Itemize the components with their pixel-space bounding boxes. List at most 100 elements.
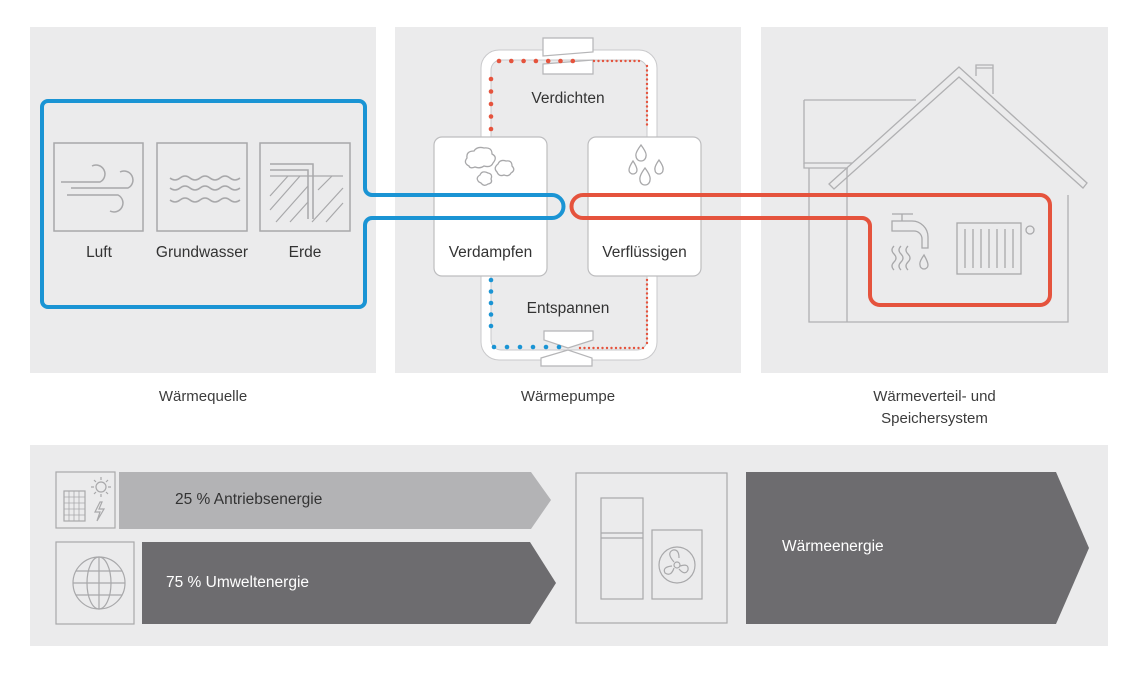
flow-dot <box>488 76 494 82</box>
hot-water-tap-icon <box>891 213 929 271</box>
flow-dot <box>587 346 591 350</box>
flow-dot <box>645 109 649 113</box>
house-icon <box>803 64 1088 323</box>
flow-dot <box>637 59 641 63</box>
heat-source-caption: Wärmequelle <box>158 388 248 405</box>
flow-dot <box>592 59 596 63</box>
flow-dot <box>496 58 502 64</box>
flow-dot <box>645 314 649 318</box>
heat-source-panel <box>30 27 376 373</box>
flow-dot <box>645 78 649 81</box>
flow-dot <box>645 105 649 108</box>
flow-dot <box>645 87 649 90</box>
flow-dot <box>645 305 649 309</box>
distribution-caption-line1: Wärmeverteil- und <box>873 388 996 405</box>
environment-energy-arrow <box>142 542 556 624</box>
flow-dot <box>645 100 649 104</box>
flow-dot <box>597 59 600 63</box>
flow-dot <box>645 114 649 117</box>
flow-dot <box>645 91 649 95</box>
flow-dot <box>592 346 595 350</box>
flow-dot <box>645 310 649 313</box>
flow-dot <box>601 59 605 63</box>
flow-dot <box>488 289 494 294</box>
stage-condense-label: Verflüssigen <box>602 244 687 261</box>
flow-dot <box>645 292 649 295</box>
flow-dot <box>615 59 618 63</box>
flow-dot <box>645 296 649 300</box>
flow-dot <box>614 346 618 350</box>
vapor-clouds-icon <box>464 146 515 186</box>
flow-dot <box>645 82 649 86</box>
source-label-groundwater: Grundwasser <box>155 244 249 261</box>
flow-dot <box>645 283 649 286</box>
flow-dot <box>645 301 649 304</box>
flow-dot <box>530 344 536 350</box>
flow-dot <box>488 101 494 107</box>
heat-energy-arrow <box>746 472 1089 624</box>
flow-dot <box>619 346 622 350</box>
heat-pump-caption: Wärmepumpe <box>520 388 616 405</box>
flow-dot <box>605 346 609 350</box>
flow-dot <box>578 346 582 350</box>
flow-dot <box>645 319 649 322</box>
flow-dot <box>641 346 645 350</box>
flow-dot <box>645 287 649 291</box>
flow-dot <box>488 114 494 119</box>
flow-dot <box>645 337 649 340</box>
flow-dot <box>645 73 649 77</box>
flow-dot <box>509 58 514 64</box>
cold-loop <box>40 99 566 309</box>
flow-dot <box>488 323 494 329</box>
flow-dot <box>645 328 649 331</box>
flow-dot <box>556 344 562 350</box>
flow-dot <box>645 323 649 327</box>
flow-dot <box>628 59 632 63</box>
flow-dot <box>488 312 494 317</box>
compressor-icon <box>542 37 594 75</box>
condensate-drops-icon <box>628 143 664 186</box>
flow-dot <box>596 346 600 350</box>
flow-dot <box>610 59 614 63</box>
solar-power-icon <box>55 471 116 529</box>
flow-dot <box>645 341 649 345</box>
flow-dot <box>637 346 640 350</box>
drive-energy-arrow <box>119 472 551 529</box>
source-label-air: Luft <box>86 244 112 261</box>
flow-dot <box>606 59 609 63</box>
flow-dot <box>491 344 497 350</box>
flow-dot <box>543 344 549 350</box>
flow-dot <box>488 89 494 94</box>
radiator-icon <box>956 222 1035 275</box>
flow-dot <box>610 346 613 350</box>
flow-dot <box>521 58 526 64</box>
water-waves-icon <box>156 142 248 232</box>
globe-icon <box>55 541 135 625</box>
flow-dot <box>645 118 649 122</box>
drive-energy-label: 25 % Antriebsenergie <box>175 491 323 508</box>
heat-pump-unit-icon <box>575 472 728 624</box>
refrigerant-flow-dots <box>488 58 649 350</box>
flow-dot <box>601 346 604 350</box>
stage-evaporate-label: Verdampfen <box>448 244 533 261</box>
flow-dot <box>645 64 649 68</box>
flow-dot <box>488 300 494 306</box>
wind-icon <box>53 142 144 232</box>
heat-energy-label: Wärmeenergie <box>782 538 884 555</box>
flow-dot <box>645 69 649 72</box>
flow-dot <box>517 344 523 350</box>
hot-loop <box>569 193 1052 307</box>
stage-expand-label: Entspannen <box>526 300 610 317</box>
evaporator-box <box>433 136 548 277</box>
ground-probe-icon <box>259 142 351 232</box>
stage-compress-label: Verdichten <box>531 90 605 107</box>
distribution-caption-line2: Speichersystem <box>881 410 988 427</box>
flow-dot <box>624 59 627 63</box>
flow-dot <box>645 96 649 99</box>
flow-dot <box>633 59 636 63</box>
flow-dot <box>488 277 494 283</box>
flow-dot <box>583 346 586 350</box>
flow-dot <box>504 344 510 350</box>
flow-dot <box>645 278 649 282</box>
flow-dot <box>619 59 623 63</box>
